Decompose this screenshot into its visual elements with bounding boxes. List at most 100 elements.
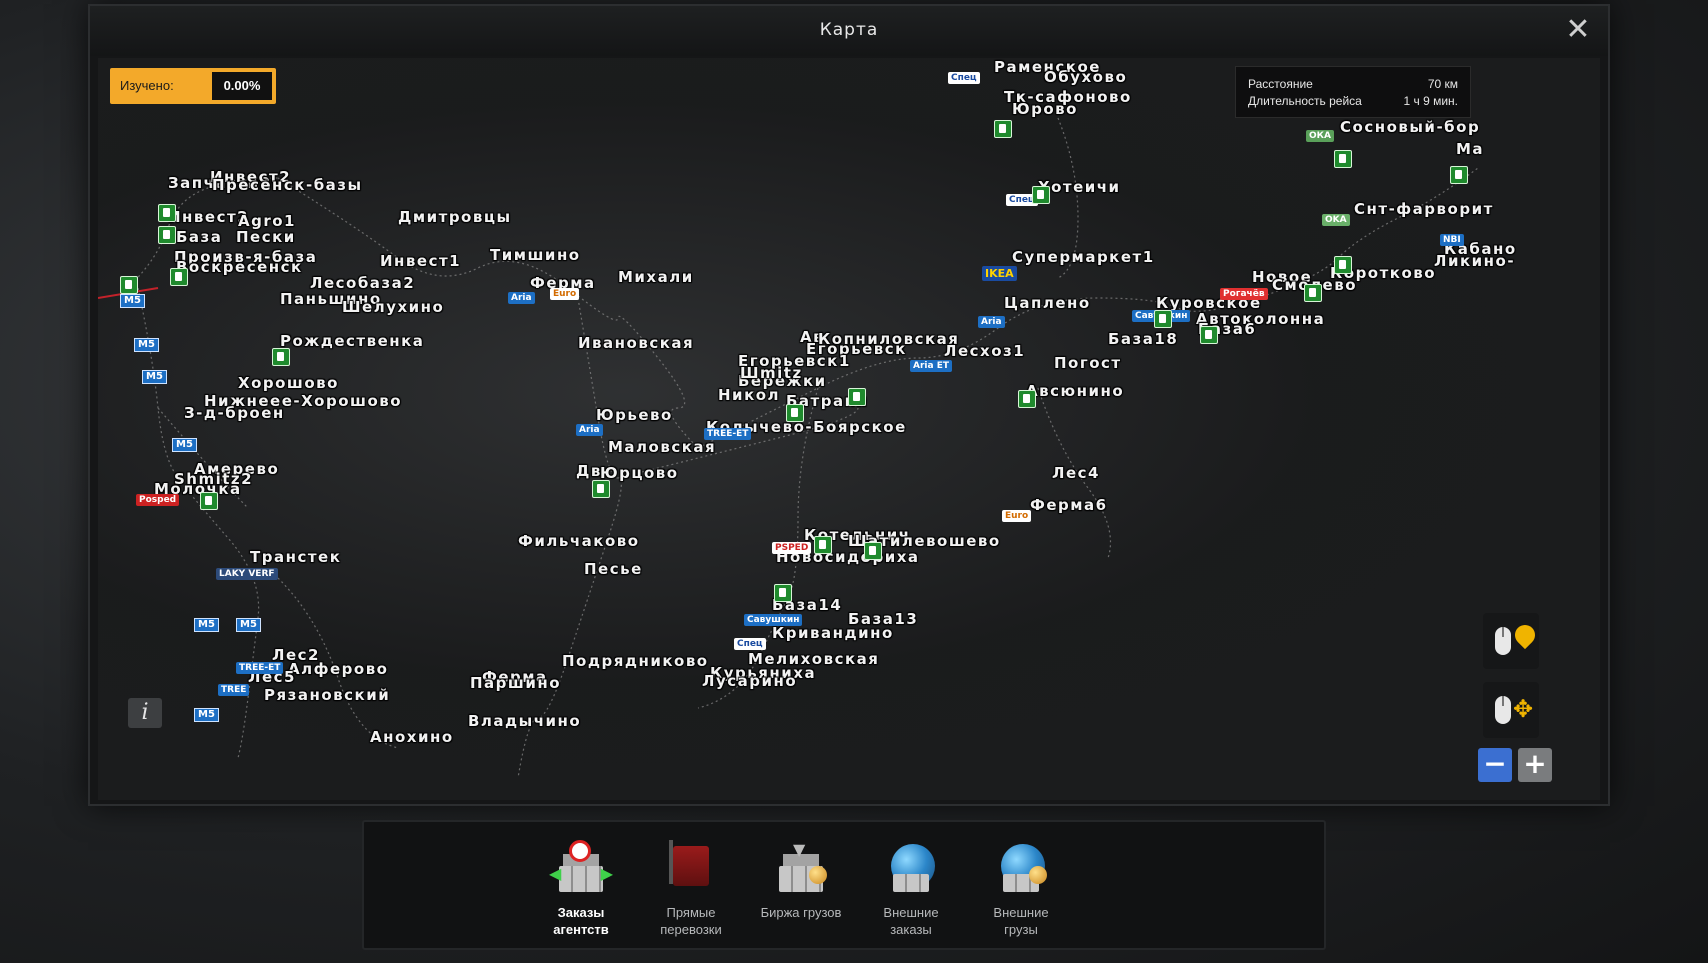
- fuel-station-icon: [170, 268, 188, 286]
- window-title: Карта: [819, 20, 879, 40]
- map-canvas[interactable]: Изучено: 0.00% Расстояние 70 км Длительн…: [98, 58, 1600, 800]
- company-logo: Euro: [1002, 510, 1032, 522]
- fuel-station-icon: [774, 584, 792, 602]
- road-sign-m5: M5: [120, 294, 145, 308]
- city-label: Лес2: [272, 646, 320, 664]
- company-logo: Спец: [734, 638, 766, 650]
- road-sign-m5: M5: [236, 618, 261, 632]
- fuel-station-icon: [272, 348, 290, 366]
- duration-label: Длительность рейса: [1248, 94, 1362, 108]
- road-sign-m5: M5: [194, 618, 219, 632]
- city-label: База18: [1108, 330, 1179, 348]
- company-logo: ОКА: [1306, 130, 1334, 142]
- city-label: База: [176, 228, 223, 246]
- city-label: Shmitz2: [174, 470, 254, 488]
- city-label: Алферово: [288, 660, 389, 678]
- fuel-station-icon: [1032, 186, 1050, 204]
- city-label: Обухово: [1044, 68, 1128, 86]
- city-label: Копниловская: [818, 330, 960, 348]
- info-button[interactable]: i: [128, 698, 162, 728]
- city-label: З-д-броен: [184, 404, 285, 422]
- city-label: Хорошово: [238, 374, 339, 392]
- city-label: Кривандино: [772, 624, 894, 642]
- city-label: Никол: [718, 386, 781, 404]
- city-label: Супермаркет1: [1012, 248, 1155, 266]
- company-logo: Рогачёв: [1220, 288, 1268, 300]
- fuel-station-icon: [848, 388, 866, 406]
- fuel-station-icon: [1200, 326, 1218, 344]
- fuel-station-icon: [994, 120, 1012, 138]
- agency-orders-icon: ◀ ▶: [549, 840, 613, 896]
- city-label: Новое: [1252, 268, 1313, 286]
- duration-value: 1 ч 9 мин.: [1403, 94, 1458, 108]
- city-label: Ферма: [530, 274, 596, 292]
- company-logo: Aria: [576, 424, 603, 436]
- road-sign-m5: M5: [134, 338, 159, 352]
- city-label: Анохино: [370, 728, 454, 746]
- mouse-icon: [1495, 627, 1511, 655]
- city-label: Колычево-Боярское: [706, 418, 907, 436]
- fuel-station-icon: [1334, 150, 1352, 168]
- city-label: Лесобаза2: [310, 274, 416, 292]
- city-label: Инвест1: [380, 252, 462, 270]
- distance-label: Расстояние: [1248, 77, 1313, 91]
- company-logo: Aria: [978, 316, 1005, 328]
- city-label: Юрцово: [600, 464, 679, 482]
- city-label: Цаплено: [1004, 294, 1091, 312]
- explored-label: Изучено:: [120, 78, 174, 93]
- city-label: Лусарино: [702, 672, 798, 690]
- city-label: Паршино: [470, 674, 562, 692]
- duration-row: Длительность рейса 1 ч 9 мин.: [1248, 94, 1458, 110]
- fuel-station-icon: [120, 276, 138, 294]
- road-sign-m5: M5: [172, 438, 197, 452]
- city-label: Инвест2: [210, 168, 292, 186]
- company-logo: Aria: [508, 292, 535, 304]
- city-label: Песье: [584, 560, 643, 578]
- city-label: База13: [848, 610, 919, 628]
- city-label: Подрядниково: [562, 652, 709, 670]
- fuel-station-icon: [786, 404, 804, 422]
- explored-progress: Изучено: 0.00%: [110, 68, 276, 104]
- city-label: Дв: [576, 462, 602, 480]
- city-label: Ферма6: [1030, 496, 1108, 514]
- company-logo: NBI: [1440, 234, 1464, 246]
- city-label: Погост: [1054, 354, 1122, 372]
- city-label: Agro1: [238, 212, 296, 230]
- city-label: Хотеичи: [1038, 178, 1121, 196]
- city-label: Шmitz: [740, 364, 803, 382]
- company-logo: TREE-ET: [236, 662, 284, 674]
- zoom-out-button[interactable]: −: [1478, 748, 1512, 782]
- city-label: Сосновый-бор: [1340, 118, 1481, 136]
- close-icon[interactable]: ✕: [1565, 12, 1591, 47]
- city-label: Воскресенск: [176, 258, 303, 276]
- city-label: Ма: [1456, 140, 1485, 158]
- city-label: Мелиховская: [748, 650, 880, 668]
- city-label: Тк-сафоново: [1004, 88, 1132, 106]
- fuel-station-icon: [864, 542, 882, 560]
- fuel-station-icon: [158, 226, 176, 244]
- city-label: Курьяниха: [710, 664, 817, 682]
- mouse-pin-control[interactable]: [1483, 613, 1540, 669]
- city-label: Пресенск-базы: [212, 176, 363, 194]
- company-logo: Савушкин: [744, 614, 803, 626]
- company-logo: OKA: [1322, 214, 1350, 226]
- mouse-move-control[interactable]: ✥: [1483, 682, 1539, 738]
- city-label: Батраки: [786, 392, 869, 410]
- route-info-panel: Расстояние 70 км Длительность рейса 1 ч …: [1235, 66, 1471, 118]
- tab-cargo-exchange[interactable]: ▼ Биржа грузов: [746, 840, 856, 950]
- company-logo: Спец: [948, 72, 980, 84]
- cargo-exchange-icon: ▼: [769, 840, 833, 896]
- map-pin-icon: [1510, 620, 1540, 650]
- zoom-in-button[interactable]: +: [1518, 748, 1552, 782]
- company-logo: IKEA: [982, 266, 1017, 281]
- city-label: Транстек: [250, 548, 342, 566]
- city-label: Произв-я-база: [174, 248, 318, 266]
- city-label: Егорьевск: [806, 340, 907, 358]
